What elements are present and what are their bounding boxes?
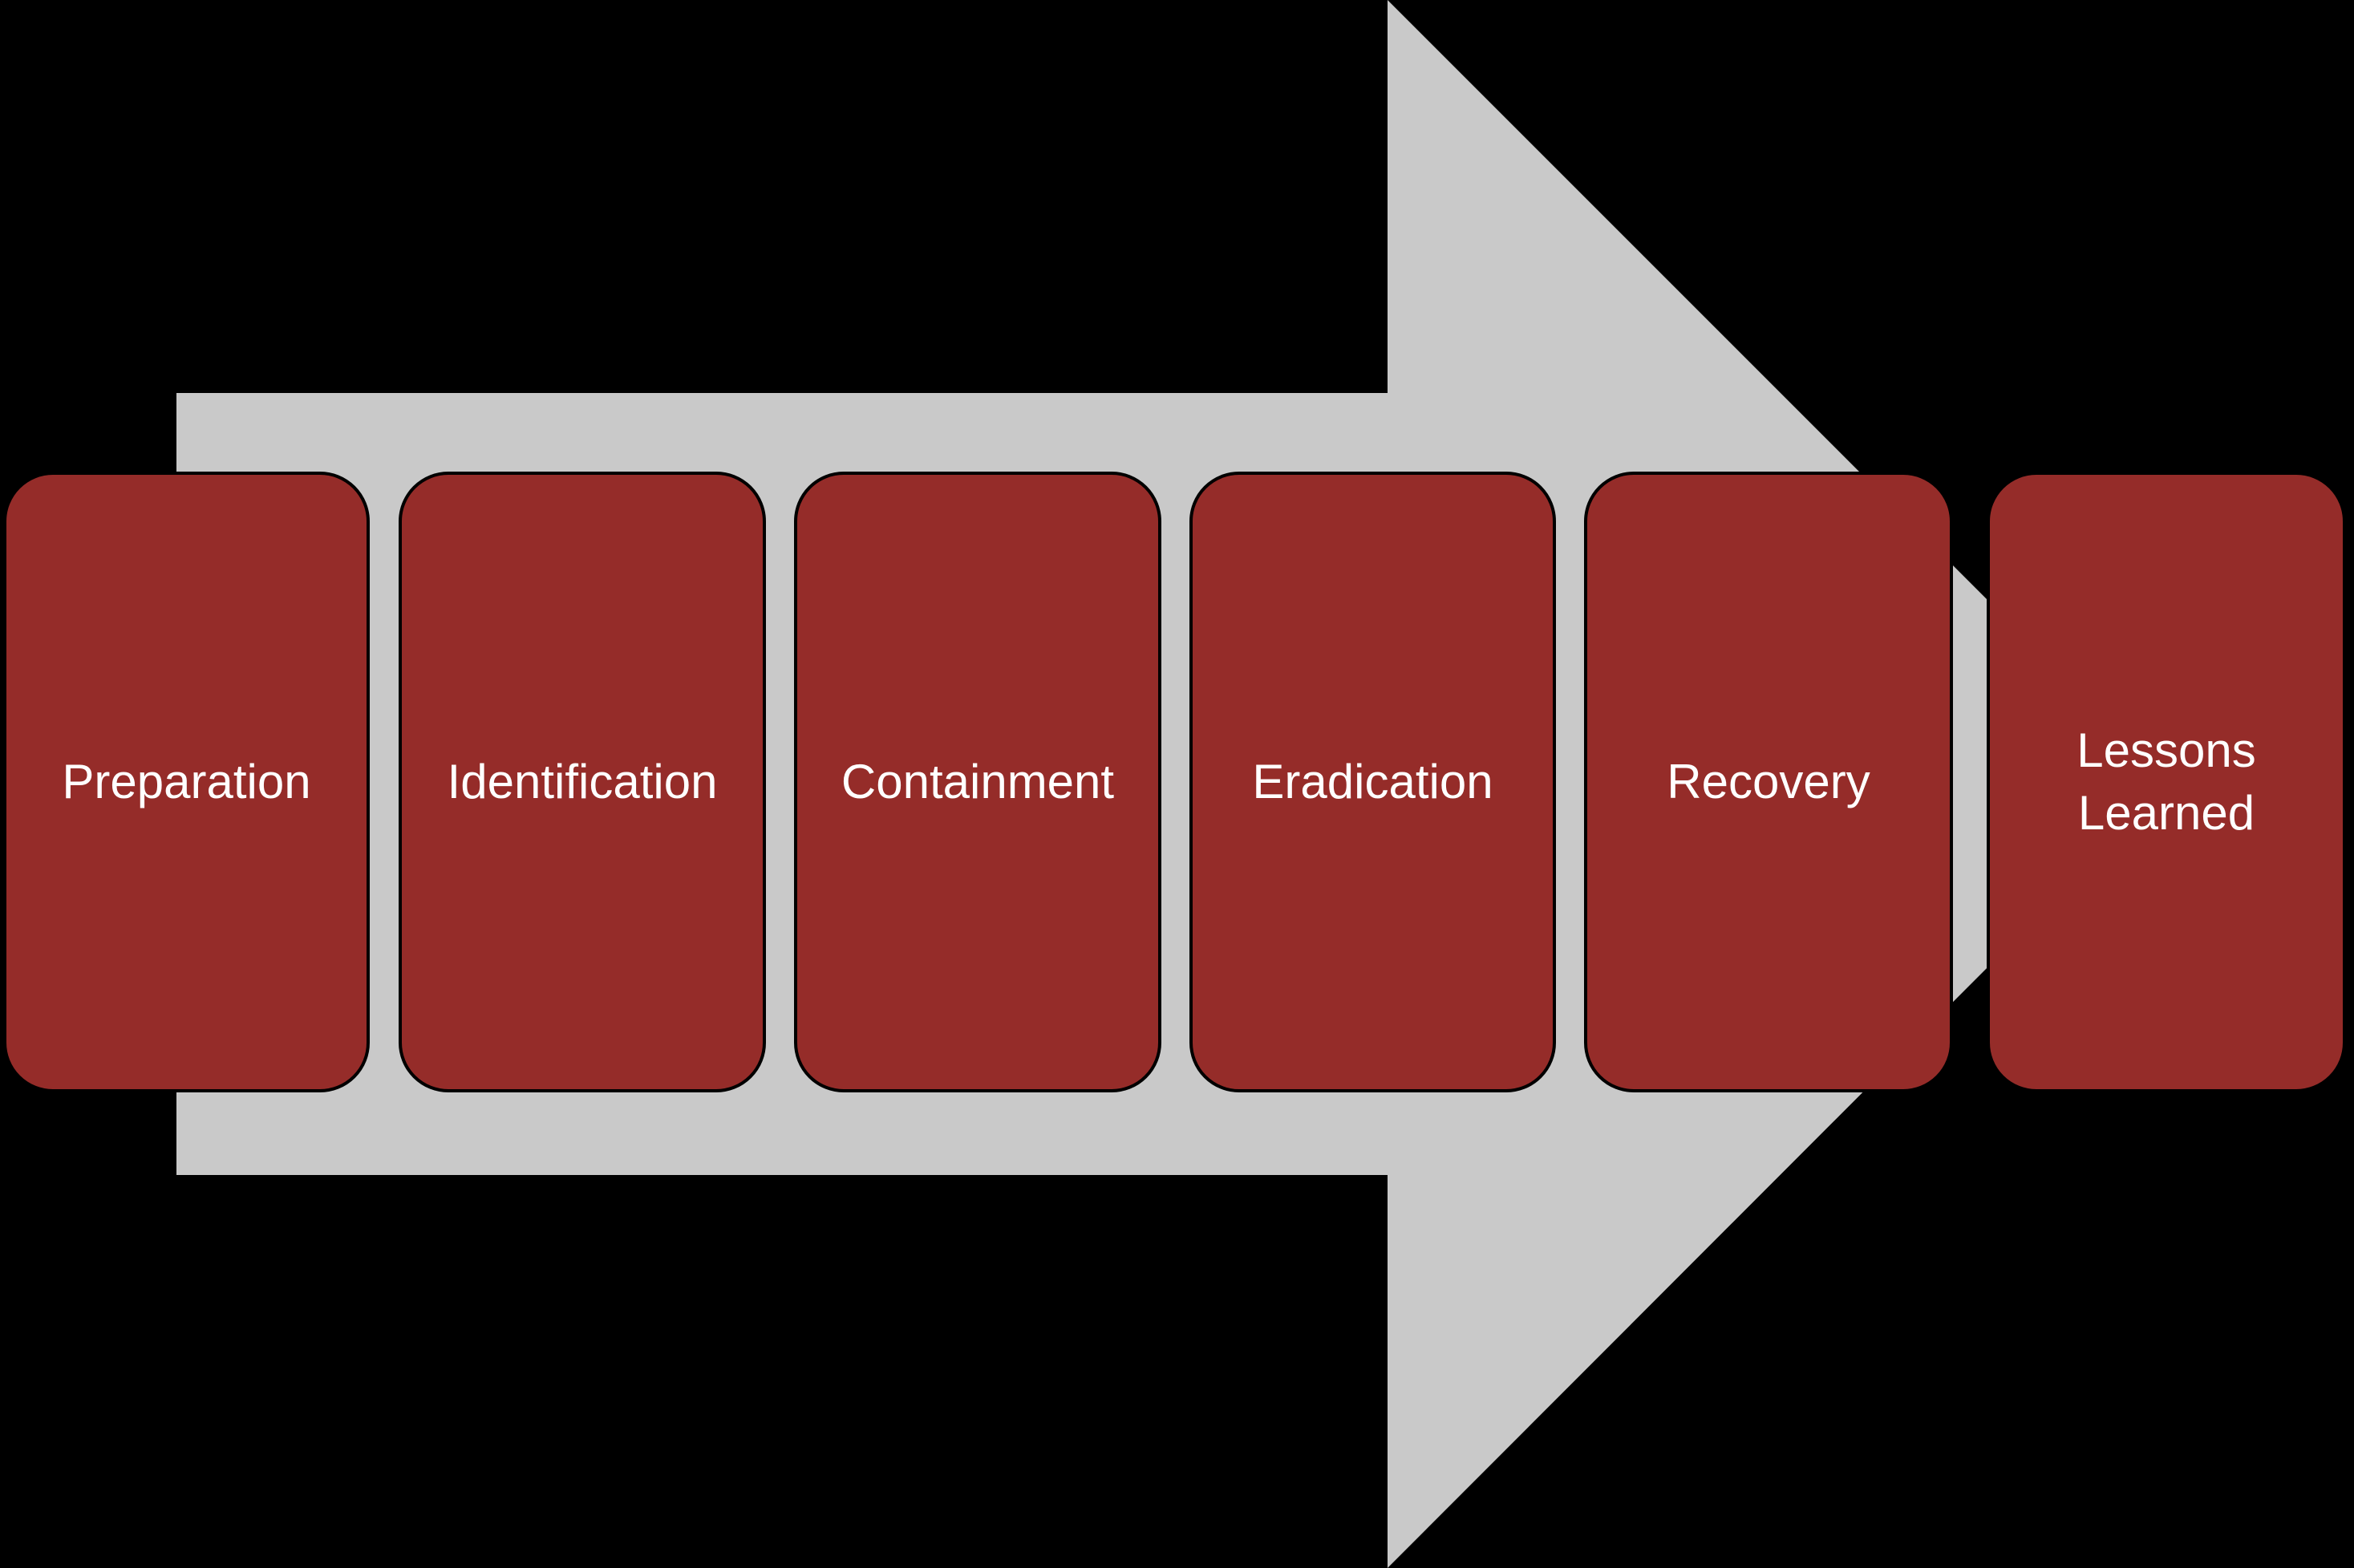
right-arrow-shape — [176, 0, 2171, 1568]
stage-label: Preparation — [62, 755, 311, 808]
stage-identification: Identification — [399, 472, 766, 1092]
stage-recovery: Recovery — [1584, 472, 1953, 1092]
stage-containment: Containment — [794, 472, 1161, 1092]
stage-lessons-learned: Lessons Learned — [1987, 472, 2346, 1092]
stage-label: Recovery — [1667, 755, 1870, 808]
stage-label: Identification — [447, 755, 718, 808]
stage-eradication: Eradication — [1189, 472, 1556, 1092]
stage-label: Eradication — [1252, 755, 1493, 808]
stage-preparation: Preparation — [3, 472, 370, 1092]
stage-label: Lessons Learned — [2076, 723, 2256, 840]
stage-label: Containment — [841, 755, 1115, 808]
